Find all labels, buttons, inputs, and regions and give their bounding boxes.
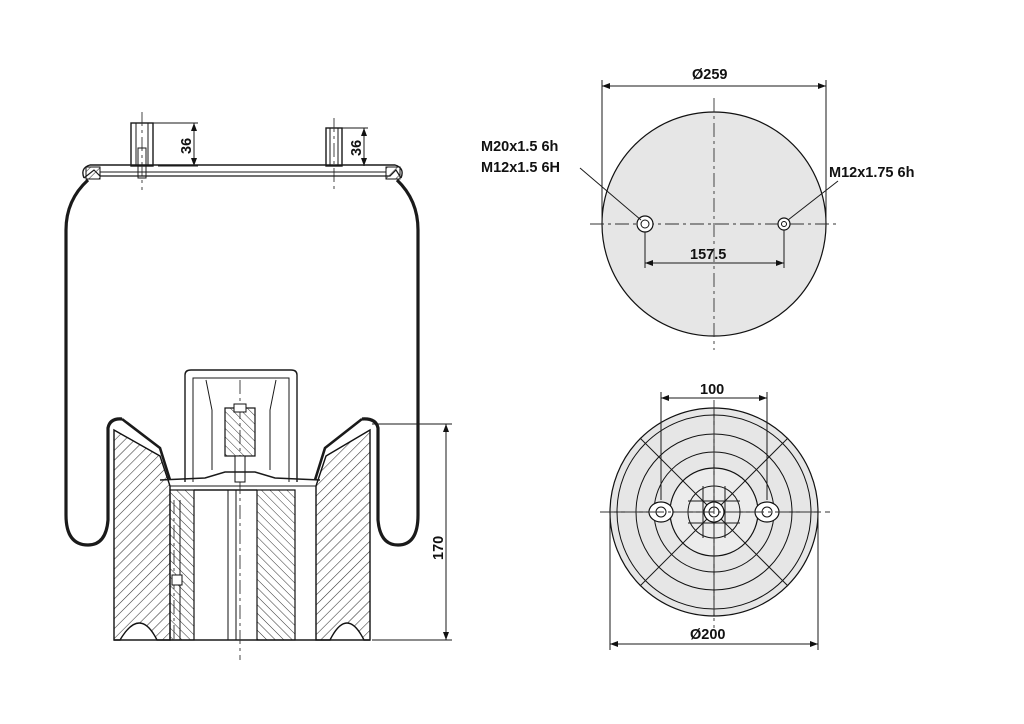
thread-label-left-1: M20x1.5 6h [481, 139, 558, 155]
left-thread-leader [579, 167, 642, 221]
stud-dimension-right: 36 [342, 127, 368, 166]
bump-stop [159, 369, 321, 487]
piston [113, 380, 371, 660]
bottom-plan-view: 100 Ø200 [600, 382, 830, 650]
plate-diameter-dimension: Ø259 [601, 67, 827, 224]
plate-diameter-label: Ø259 [692, 67, 727, 83]
right-stud [325, 118, 343, 190]
height-dimension: 170 [372, 423, 452, 641]
top-plate [82, 164, 403, 180]
stud-length-left-label: 36 [179, 138, 195, 154]
height-label: 170 [431, 536, 447, 560]
side-section-view: 36 36 [64, 112, 452, 660]
piston-diameter-dimension: Ø200 [609, 512, 819, 650]
right-thread-leader [787, 180, 839, 221]
top-plan-view: Ø259 157.5 M20x1.5 6h M12x1.5 6H M12x1.7… [481, 67, 914, 350]
stud-spacing-dimension: 157.5 [644, 230, 785, 268]
stud-spacing-label: 157.5 [690, 247, 726, 263]
stud-dimension-left: 36 [153, 122, 198, 167]
thread-label-left-2: M12x1.5 6H [481, 160, 560, 176]
stud-length-right-label: 36 [349, 140, 365, 156]
piston-diameter-label: Ø200 [690, 627, 725, 643]
thread-label-right: M12x1.75 6h [829, 165, 914, 181]
hole-spacing-dimension: 100 [660, 382, 768, 500]
left-stud [130, 112, 154, 190]
hole-spacing-label: 100 [700, 382, 724, 398]
